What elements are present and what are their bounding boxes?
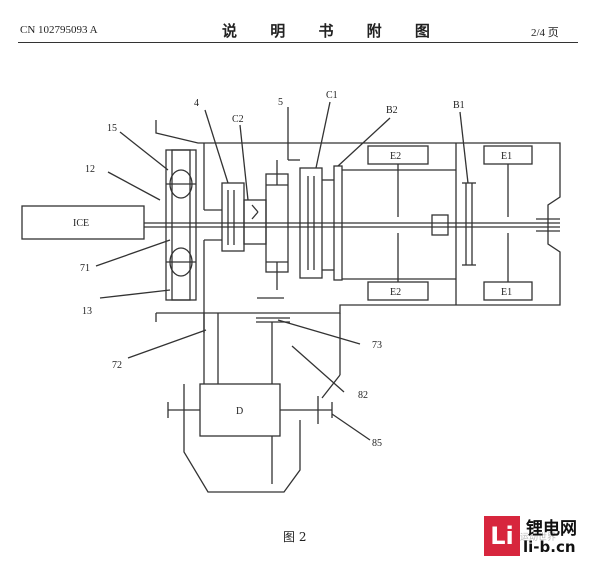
header-rule [18,42,578,43]
faint-watermark-text: 运动世界 [520,533,557,543]
clutch-c1 [299,167,323,279]
lower-housing [183,384,301,493]
e1-bottom-label: E1 [501,287,512,298]
ref-82: 82 [358,390,368,401]
e2-bottom-label: E2 [390,287,401,298]
ref-71: 71 [80,263,90,274]
page-number: 2/4 页 [531,27,559,39]
site-url: li-b.cn [523,538,576,556]
ref-c1: C1 [326,90,338,101]
patent-number: CN 102795093 A [20,24,98,36]
clutch-c2 [221,182,245,252]
site-logo-icon: Li [484,516,520,556]
page-heading: 说 明 书 附 图 [222,22,444,40]
ref-72: 72 [112,360,122,371]
ref-c2: C2 [232,114,244,125]
ref-b2: B2 [386,105,398,116]
differential-label: D [236,406,243,417]
ref-12: 12 [85,164,95,175]
site-name: 锂电网 [526,519,577,539]
ice-label: ICE [73,218,89,229]
figure-caption: 图 2 [283,530,307,544]
ref-13: 13 [82,306,92,317]
e1-top-label: E1 [501,151,512,162]
damper-housing [165,149,197,301]
ref-85: 85 [372,438,382,449]
ref-73: 73 [372,340,382,351]
ref-4: 4 [194,98,199,109]
e2-top-label: E2 [390,151,401,162]
ref-15: 15 [107,123,117,134]
ref-b1: B1 [453,100,465,111]
ref-5: 5 [278,97,283,108]
shaft-coupling [431,214,449,236]
